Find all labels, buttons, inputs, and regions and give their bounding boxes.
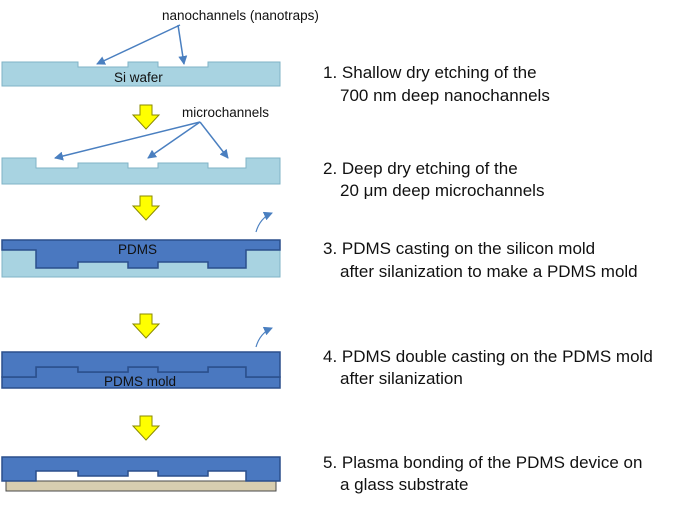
- stage-4-double-casting: PDMS mold: [1, 326, 281, 389]
- stage-5-plasma-bonding: [1, 456, 281, 492]
- label-microchannels: microchannels: [182, 105, 269, 120]
- step-descriptions: 1. Shallow dry etching of the 700 nm dee…: [323, 63, 653, 494]
- si-wafer-2: [1, 157, 281, 185]
- step-1-line-1: 1. Shallow dry etching of the: [323, 63, 537, 82]
- process-arrow-4: [131, 415, 161, 441]
- glass-substrate: [5, 480, 277, 492]
- pointer-arrow-micro-1: [54, 121, 201, 161]
- pdms-cast-3: [1, 239, 281, 269]
- peel-off-arrow-4: [255, 326, 273, 348]
- step-2-line-2: 20 μm deep microchannels: [340, 181, 544, 200]
- step-4-line-2: after silanization: [340, 369, 463, 388]
- label-si-wafer: Si wafer: [114, 70, 163, 85]
- step-1-line-2: 700 nm deep nanochannels: [340, 86, 550, 105]
- pdms-replica-4: [1, 351, 281, 378]
- process-arrow-3: [131, 313, 161, 339]
- peel-off-arrow-3: [255, 211, 273, 233]
- label-pdms: PDMS: [118, 242, 157, 257]
- stage-3-pdms-casting: PDMS: [1, 211, 281, 278]
- pointer-arrow-nano-2: [177, 24, 188, 65]
- pointer-arrow-micro-2: [147, 121, 201, 159]
- stage-1-si-wafer: Si wafer nanochannels (nanotraps): [1, 8, 319, 87]
- process-arrow-1: [131, 104, 161, 130]
- step-3-line-2: after silanization to make a PDMS mold: [340, 262, 638, 281]
- step-5-line-1: 5. Plasma bonding of the PDMS device on: [323, 453, 642, 472]
- step-2-line-1: 2. Deep dry etching of the: [323, 159, 518, 178]
- step-4-line-1: 4. PDMS double casting on the PDMS mold: [323, 347, 653, 366]
- label-pdms-mold: PDMS mold: [104, 374, 176, 389]
- pointer-arrow-micro-3: [199, 121, 229, 159]
- label-nanochannels: nanochannels (nanotraps): [162, 8, 319, 23]
- pointer-arrow-nano-1: [96, 24, 181, 65]
- process-arrow-2: [131, 195, 161, 221]
- step-3-line-1: 3. PDMS casting on the silicon mold: [323, 239, 595, 258]
- pdms-device-5: [1, 456, 281, 482]
- step-5-line-2: a glass substrate: [340, 475, 469, 494]
- stage-2-microchannels: microchannels: [1, 105, 281, 185]
- si-wafer-1: [1, 61, 281, 87]
